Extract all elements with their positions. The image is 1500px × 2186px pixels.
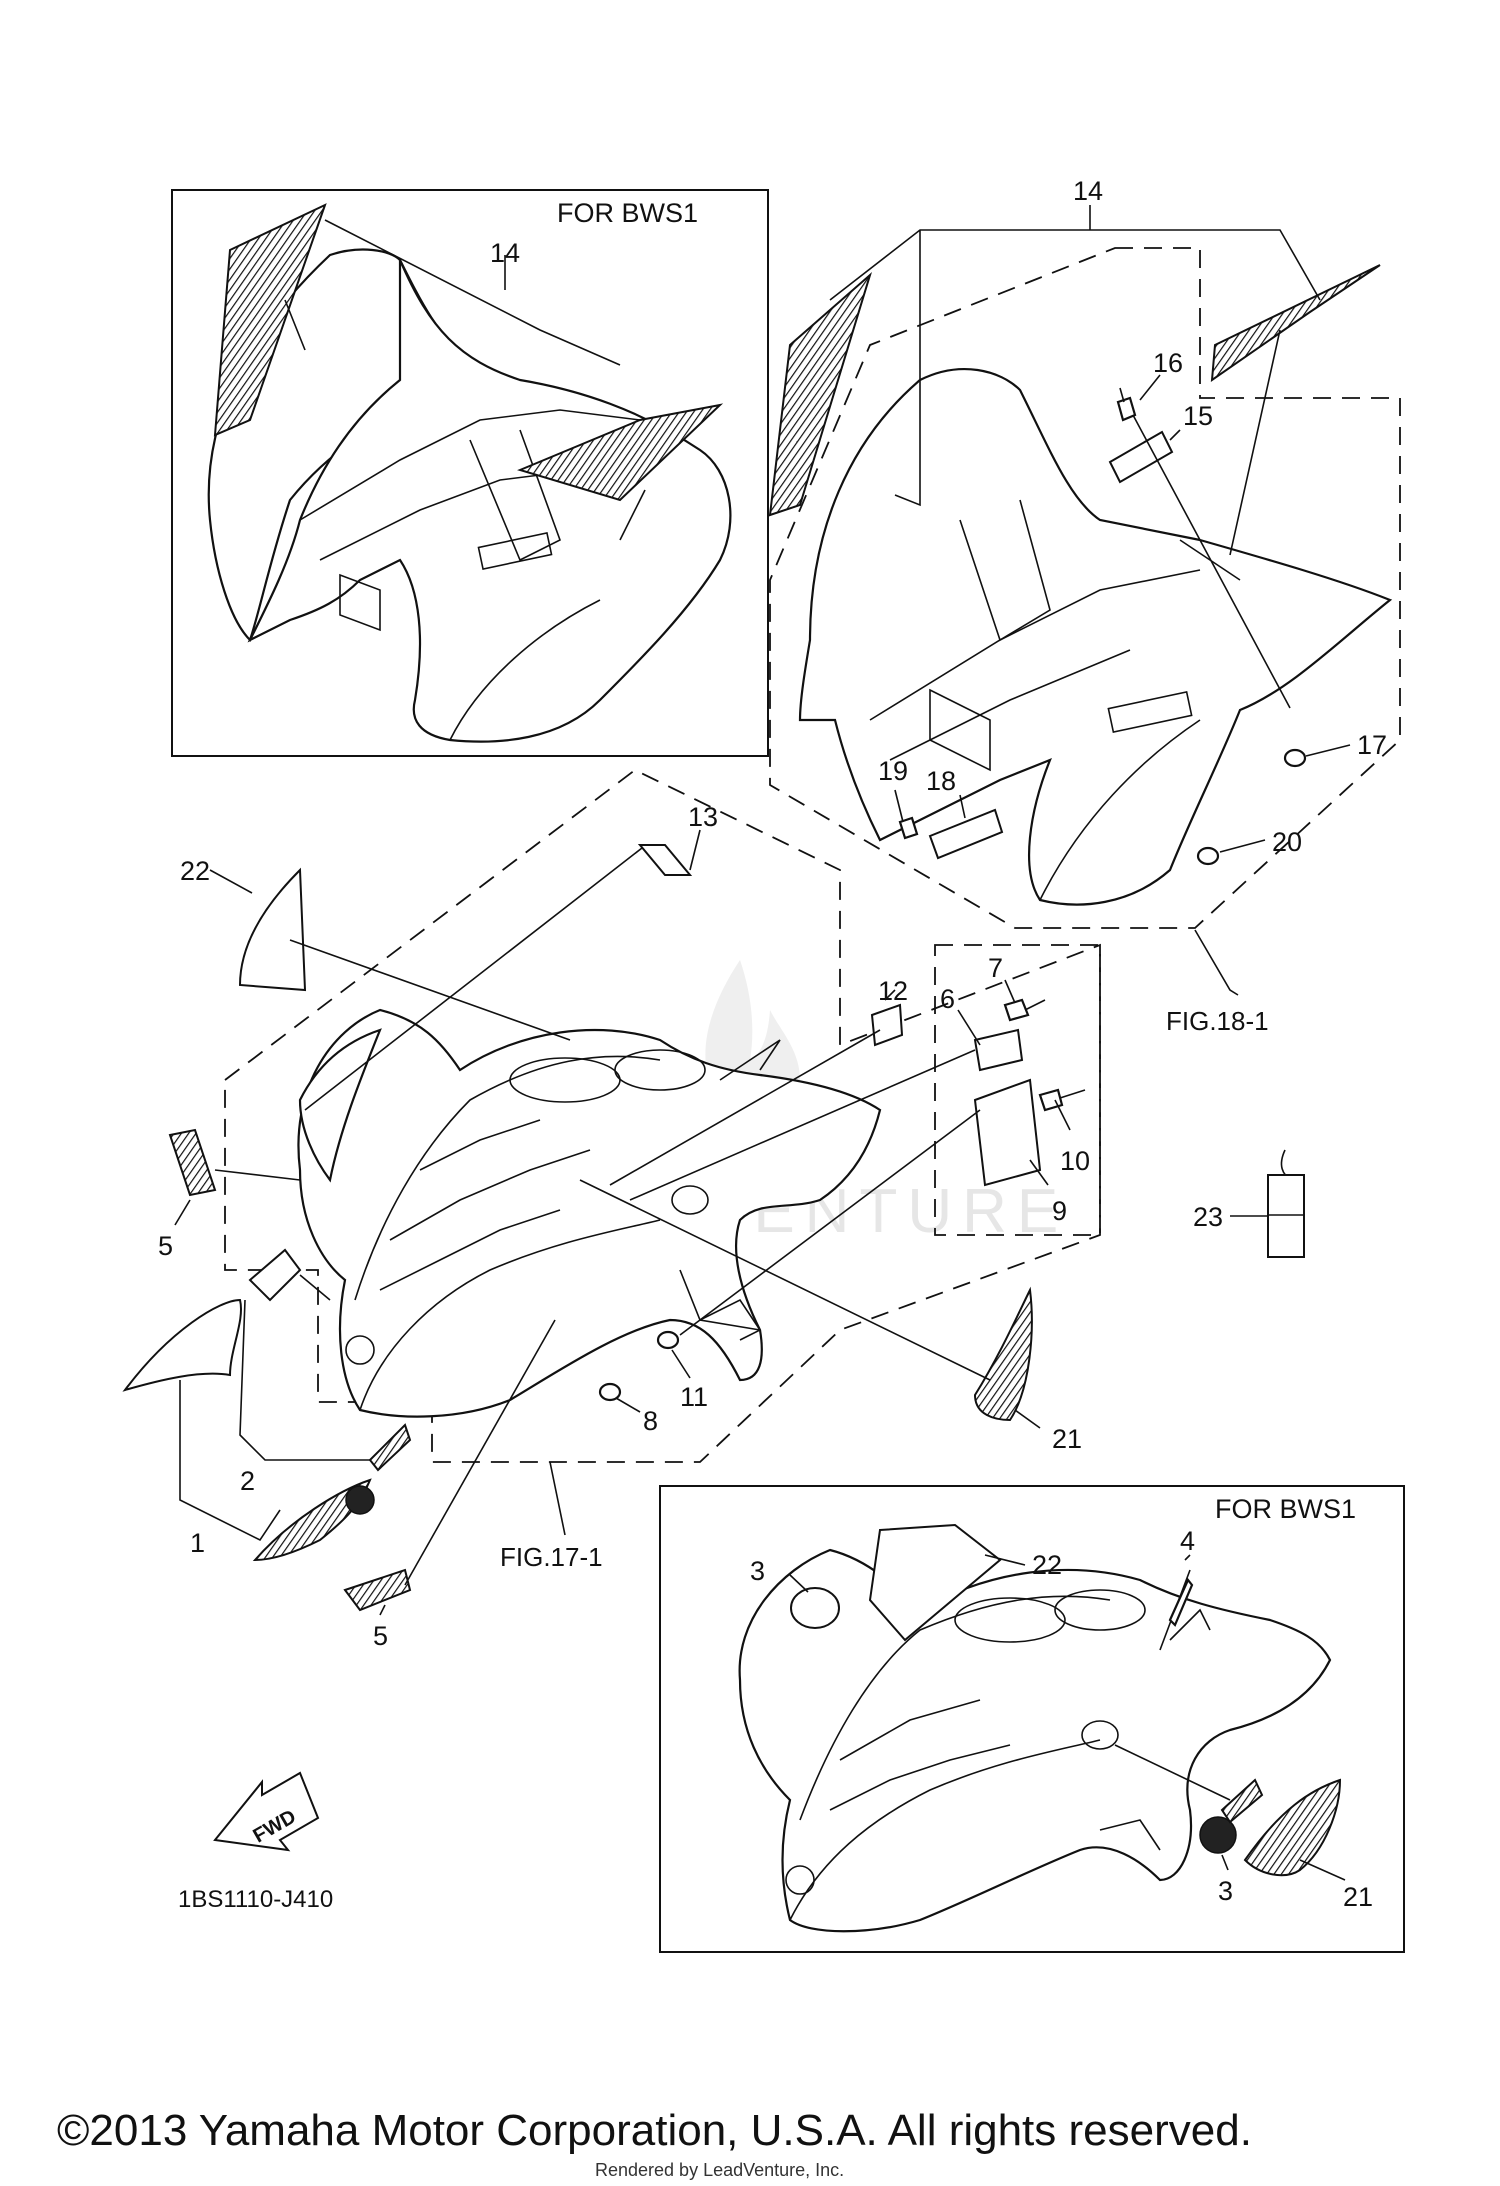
part-18-label xyxy=(928,808,1004,860)
fig-17-1-ref: FIG.17-1 xyxy=(500,1542,603,1572)
part-21-decal xyxy=(973,1286,1033,1422)
callout-13: 13 xyxy=(688,802,718,832)
part-7-clip xyxy=(1003,998,1030,1022)
part-17-grommet xyxy=(1283,748,1307,768)
callout-2: 2 xyxy=(240,1466,255,1496)
inset-part-3-emblem xyxy=(1199,1816,1237,1854)
callout-14-right-leader xyxy=(829,205,1321,556)
inset-part-3-sticker-upper xyxy=(790,1587,840,1629)
top-left-decal-left xyxy=(213,203,327,437)
front-fender-body xyxy=(297,1008,882,1418)
bottom-right-inset-title: FOR BWS1 xyxy=(1215,1494,1356,1524)
callout-14-top-left: 14 xyxy=(490,238,520,268)
callout-23: 23 xyxy=(1193,1202,1223,1232)
rendered-by-credit: Rendered by LeadVenture, Inc. xyxy=(595,2160,844,2180)
part-8-grommet xyxy=(598,1382,622,1402)
part-5-decal-upper xyxy=(168,1128,217,1197)
front-fender-dashed-boundary xyxy=(224,768,1101,1463)
fwd-arrow-icon xyxy=(213,1771,320,1852)
top-left-decal-right xyxy=(517,403,724,502)
part-1-decal xyxy=(122,1298,242,1392)
callout-5-upper: 5 xyxy=(158,1231,173,1261)
callout-14-right: 14 xyxy=(1073,176,1103,206)
fig-18-1-ref: FIG.18-1 xyxy=(1166,1006,1269,1036)
copyright-notice: ©2013 Yamaha Motor Corporation, U.S.A. A… xyxy=(57,2106,1252,2155)
part-9-sticker xyxy=(973,1078,1042,1187)
front-fender-group: 13 22 12 6 7 9 10 8 11 5 xyxy=(122,768,1101,1651)
callout-21-inset: 21 xyxy=(1343,1882,1373,1912)
part-22-decal xyxy=(238,867,307,992)
callout-5-lower: 5 xyxy=(373,1621,388,1651)
front-decal-small xyxy=(368,1423,412,1472)
inset-part-22-decal xyxy=(868,1523,1002,1642)
part-23-tag-group: 23 xyxy=(1193,1149,1305,1258)
callout-8: 8 xyxy=(643,1406,658,1436)
diagram-code: 1BS1110-J410 xyxy=(178,1886,333,1913)
part-16-clip xyxy=(1116,396,1137,422)
bottom-right-inset-frame xyxy=(659,1485,1405,1953)
callout-1: 1 xyxy=(190,1528,205,1558)
callout-10: 10 xyxy=(1060,1146,1090,1176)
callout-18: 18 xyxy=(926,766,956,796)
part-10-clip xyxy=(1038,1088,1064,1112)
top-left-fender-assembly xyxy=(207,248,732,743)
part-19-clip xyxy=(898,816,919,840)
part-20-grommet xyxy=(1196,846,1220,866)
callout-22-inset: 22 xyxy=(1032,1550,1062,1580)
callout-19: 19 xyxy=(878,756,908,786)
fwd-arrow: FWD xyxy=(213,1771,320,1852)
part-13-sticker xyxy=(637,844,693,876)
callout-9: 9 xyxy=(1052,1196,1067,1226)
callout-16: 16 xyxy=(1153,348,1183,378)
top-left-inset-title: FOR BWS1 xyxy=(557,198,698,228)
rear-fender-decal-right xyxy=(1210,264,1381,383)
rear-fender-dashed-boundary xyxy=(769,247,1401,929)
callout-21-main: 21 xyxy=(1052,1424,1082,1454)
callout-7: 7 xyxy=(988,953,1003,983)
part-5-decal-lower xyxy=(343,1568,412,1612)
callout-3-upper: 3 xyxy=(750,1556,765,1586)
callout-11: 11 xyxy=(680,1382,708,1412)
callout-6: 6 xyxy=(940,984,955,1014)
inset-part-21-decal xyxy=(1243,1778,1342,1877)
callout-14-top-left-leader xyxy=(324,219,621,366)
inset-decal-small xyxy=(1220,1778,1264,1824)
rear-fender-decal-left xyxy=(768,271,872,517)
callout-20: 20 xyxy=(1272,827,1302,857)
callout-17: 17 xyxy=(1357,730,1387,760)
callout-15: 15 xyxy=(1183,401,1213,431)
part-12-sticker xyxy=(870,1003,904,1047)
inset-part-4-strip xyxy=(1168,1577,1194,1627)
top-left-inset: FOR BWS1 14 xyxy=(171,189,769,757)
rear-fender-group: 14 15 16 17 20 18 19 FIG.18-1 xyxy=(768,176,1401,1036)
part-15-label-sticker xyxy=(1108,430,1174,484)
callout-4: 4 xyxy=(1180,1526,1195,1556)
top-left-inset-frame xyxy=(171,189,769,757)
bottom-right-inset: FOR BWS1 22 3 4 3 21 xyxy=(659,1485,1405,1953)
part-2-decal xyxy=(248,1248,302,1302)
callout-3-lower: 3 xyxy=(1218,1876,1233,1906)
part-6-sticker xyxy=(973,1028,1024,1072)
callout-22-main: 22 xyxy=(180,856,210,886)
part-23-tag xyxy=(1267,1174,1305,1258)
callout-12: 12 xyxy=(878,976,908,1006)
part-11-grommet xyxy=(656,1330,680,1350)
rear-fender-body xyxy=(798,368,1393,906)
yamaha-emblem-icon xyxy=(345,1485,375,1515)
